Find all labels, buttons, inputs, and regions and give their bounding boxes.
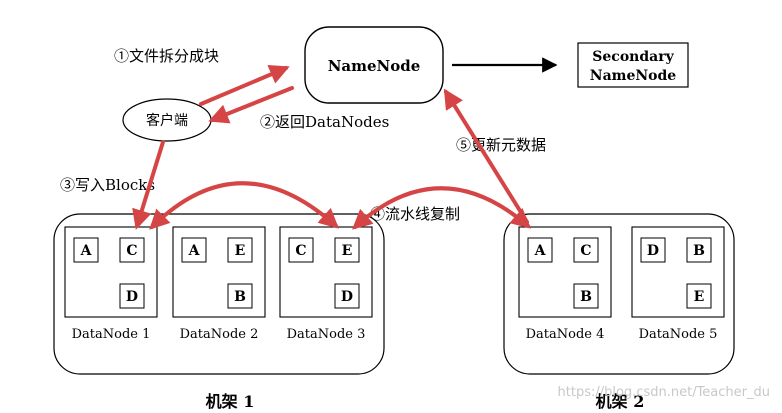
block-cell (227, 283, 253, 309)
block-cell (640, 237, 666, 263)
arrow-dn4-to-namenode (443, 88, 529, 224)
block-cell (573, 283, 599, 309)
block-label: C (126, 243, 137, 259)
namenode-box: NameNode (304, 26, 444, 104)
namenode-label: NameNode (328, 57, 421, 75)
block-cell (119, 283, 145, 309)
block-label: A (188, 243, 201, 259)
datanode-4: A C B DataNode 4 (518, 226, 612, 342)
datanode-5: D B E DataNode 5 (631, 226, 725, 342)
rack-2-box (503, 213, 735, 375)
datanode-3: C E D DataNode 3 (279, 226, 373, 342)
block-label: E (694, 289, 705, 305)
datanode-label: DataNode 5 (639, 327, 718, 342)
block-cell (686, 283, 712, 309)
client-node: 客户端 (122, 98, 212, 142)
secondary-label-line2: NameNode (590, 68, 677, 84)
block-label: D (126, 289, 138, 305)
block-label: C (580, 243, 591, 259)
rack-2-label: 机架 2 (596, 392, 645, 411)
rack-1-label: 机架 1 (206, 392, 255, 411)
block-label: E (235, 243, 246, 259)
datanode-label: DataNode 3 (287, 327, 366, 342)
watermark: https://blog.csdn.net/Teacher_du (558, 385, 770, 400)
datanode-label: DataNode 1 (72, 327, 151, 342)
block-label: D (341, 289, 353, 305)
block-label: A (534, 243, 547, 259)
datanode-label: DataNode 4 (526, 327, 605, 342)
arrow-pipeline-dn3-dn4 (352, 186, 532, 230)
step-return-datanodes-label: ②返回DataNodes (260, 113, 389, 131)
datanode-label: DataNode 2 (180, 327, 259, 342)
datanodes-layer: A C D DataNode 1 A E B DataNode 2 C E D DataNode 3 A… (64, 226, 725, 342)
block-label: B (234, 289, 246, 305)
step-write-blocks-label: ③写入Blocks (60, 176, 155, 194)
block-cell (119, 237, 145, 263)
block-label: C (295, 243, 306, 259)
block-cell (227, 237, 253, 263)
block-label: D (647, 243, 659, 259)
step-update-metadata-label: ⑤更新元数据 (456, 136, 546, 154)
block-label: E (342, 243, 353, 259)
arrow-namenode-to-client (208, 86, 294, 124)
arrow-client-to-datanode1 (132, 140, 165, 230)
client-label: 客户端 (146, 112, 188, 129)
datanode-1: A C D DataNode 1 (64, 226, 158, 342)
secondary-label-line1: Secondary (592, 49, 674, 65)
block-cell (527, 237, 553, 263)
arrow-pipeline-dn1-dn3 (149, 181, 339, 230)
block-cell (573, 237, 599, 263)
block-cell (288, 237, 314, 263)
block-cell (334, 283, 360, 309)
block-cell (181, 237, 207, 263)
datanode-2: A E B DataNode 2 (172, 226, 266, 342)
block-cell (686, 237, 712, 263)
secondary-namenode-box: Secondary NameNode (577, 42, 689, 88)
block-label: B (693, 243, 705, 259)
block-label: B (580, 289, 592, 305)
block-cell (334, 237, 360, 263)
red-arrows (132, 65, 532, 230)
step-split-label: ①文件拆分成块 (114, 47, 219, 65)
block-label: A (80, 243, 93, 259)
block-cell (73, 237, 99, 263)
arrow-client-to-namenode (199, 65, 290, 106)
